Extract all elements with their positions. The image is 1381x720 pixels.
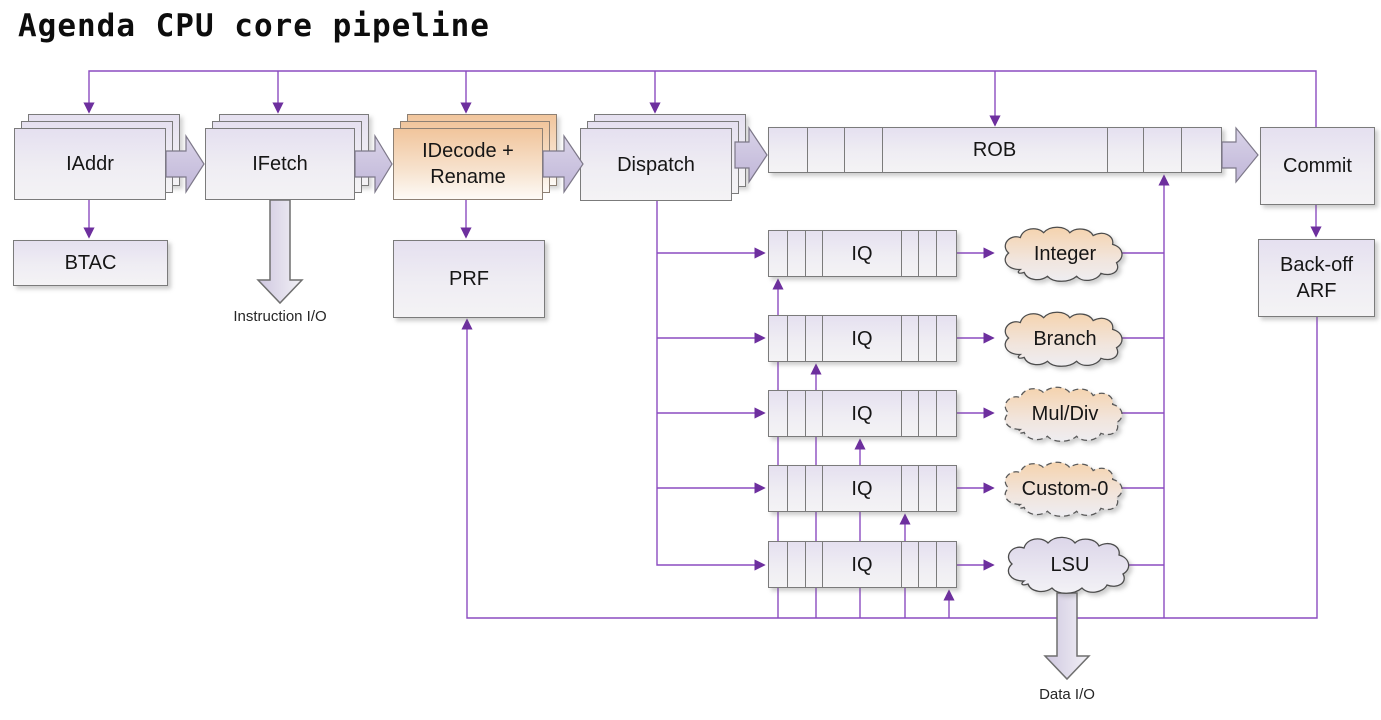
prf-box: PRF [393,240,545,318]
iq-cell [937,391,956,436]
iq-cell [902,316,920,361]
iq-cell [937,316,956,361]
iq-cell [769,466,788,511]
cloud-integer: Integer [997,225,1133,283]
stage-label: IAddr [66,153,114,175]
iq-cell [902,542,920,587]
iq-box-1: IQ [768,230,957,277]
data-io-arrow-icon [1043,592,1091,681]
stage-box-ifetch: IFetch [205,114,369,200]
cloud-shape-icon [1004,226,1123,282]
stage-box-dispatch: Dispatch [580,114,746,201]
iq-label: IQ [851,327,873,350]
exec-unit-label: Integer [1033,242,1097,265]
iq-cell [788,231,806,276]
iq-cell [937,231,956,276]
cloud-shape-icon [1004,386,1123,442]
stage-label: IDecode + [422,140,514,162]
rob-cell: ROB [883,128,1108,172]
cloud-lsu: LSU [1000,535,1140,595]
cloud-shape-icon [1007,536,1130,594]
arf-label: Back-off [1280,254,1353,276]
cloud-muldiv: Mul/Div [997,385,1133,443]
iq-cell [806,316,824,361]
stage-box-commit: Commit [1260,127,1375,205]
exec-unit-label: Custom-0 [1021,477,1109,500]
iq-cell [788,542,806,587]
exec-unit-label: Mul/Div [1031,402,1099,425]
iq-cell [806,231,824,276]
iq-cell [919,316,938,361]
iq-cell: IQ [823,316,902,361]
page-title: Agenda CPU core pipeline [18,8,490,44]
iq-label: IQ [851,477,873,500]
iq-cell: IQ [823,231,902,276]
rob-cell [1108,128,1145,172]
cloud-custom0: Custom-0 [997,460,1133,518]
stage-label: Commit [1283,155,1352,177]
rob-cell [808,128,845,172]
iq-cell [919,391,938,436]
iq-box-3: IQ [768,390,957,437]
stage-label: Rename [430,166,506,188]
rob-label: ROB [972,139,1017,161]
iq-label: IQ [851,553,873,576]
cloud-shape-icon [1004,311,1123,367]
cloud-branch: Branch [997,310,1133,368]
iq-label: IQ [851,402,873,425]
rob-box: ROB [768,127,1222,173]
iq-cell [902,466,920,511]
iq-cell [919,542,938,587]
data-io-label: Data I/O [1039,686,1095,703]
rob-cell [1144,128,1183,172]
arf-label: ARF [1296,280,1337,302]
stage-box-iaddr: IAddr [14,114,180,200]
cloud-shape-icon [1004,461,1123,517]
iq-cell [788,316,806,361]
btac-label: BTAC [64,252,117,274]
iq-cell [788,466,806,511]
iq-cell [769,231,788,276]
iq-cell [769,542,788,587]
stage-box-idecode-rename: IDecode + Rename [393,114,557,200]
stage-label: Dispatch [617,153,695,176]
iq-cell [919,231,938,276]
instruction-io-label: Instruction I/O [233,308,327,325]
iq-cell [788,391,806,436]
iq-cell [806,391,824,436]
rob-cell [769,128,808,172]
iq-cell [769,391,788,436]
instruction-io-arrow-icon [256,199,304,305]
iq-box-2: IQ [768,315,957,362]
iq-cell [937,542,956,587]
iq-cell [919,466,938,511]
stage-label: IFetch [252,153,308,175]
top-rail [83,70,1317,127]
dispatch-fanout [656,200,766,571]
iq-cell [806,466,824,511]
iq-cell: IQ [823,391,902,436]
btac-box: BTAC [13,240,168,286]
iq-cell [902,391,920,436]
prf-label: PRF [449,268,489,290]
rob-cell [845,128,883,172]
iq-cell [769,316,788,361]
result-bus [461,315,1318,619]
iq-cell [902,231,920,276]
iq-cell: IQ [823,542,902,587]
iq-label: IQ [851,242,873,265]
iq-cell [937,466,956,511]
iq-cell: IQ [823,466,902,511]
backoff-arf-box: Back-off ARF [1258,239,1375,317]
iq-box-4: IQ [768,465,957,512]
exec-unit-label: Branch [1033,327,1097,350]
iq-box-5: IQ [768,541,957,588]
rob-cell [1182,128,1221,172]
exec-unit-label: LSU [1050,553,1090,576]
iq-cell [806,542,824,587]
